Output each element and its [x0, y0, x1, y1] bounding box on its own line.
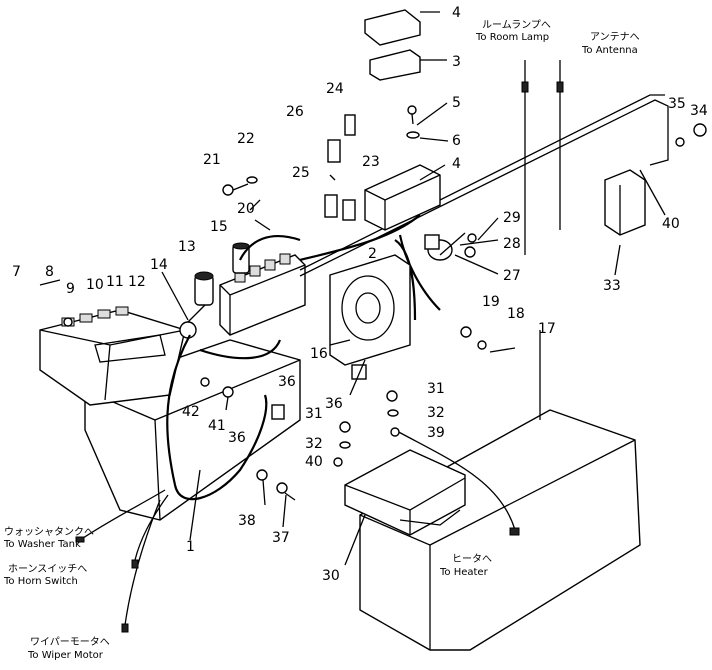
callout-22: 22 [237, 131, 255, 147]
connector-3 [369, 49, 432, 81]
main-harness [166, 214, 441, 501]
note-horn-jp: ホーンスイッチへ [8, 563, 87, 575]
callout-26: 26 [286, 104, 304, 120]
note-heater-en: To Heater [439, 567, 489, 578]
note-heater-jp: ヒータへ [452, 553, 492, 565]
note-horn-en: To Horn Switch [3, 576, 78, 587]
callout-14: 14 [150, 257, 168, 273]
callout-6: 6 [452, 133, 461, 149]
note-wiper-jp: ワイパーモータへ [30, 636, 110, 648]
callout-19: 19 [482, 294, 500, 310]
callout-30: 30 [322, 568, 340, 584]
callout-36-mid: 36 [325, 396, 343, 412]
callout-3: 3 [452, 54, 461, 70]
callout-21: 21 [203, 152, 221, 168]
callout-17: 17 [538, 321, 556, 337]
callout-15: 15 [210, 219, 228, 235]
fasteners [63, 105, 707, 501]
antenna-cable [299, 60, 669, 277]
callout-4-mid: 4 [452, 156, 461, 172]
switch-group-24-26 [324, 114, 356, 221]
controller-30 [344, 449, 466, 536]
callout-9: 9 [66, 281, 75, 297]
callout-32-right: 32 [427, 405, 445, 421]
note-antenna-en: To Antenna [581, 45, 638, 56]
right-console-box [359, 409, 641, 651]
fan-unit-16 [329, 254, 411, 366]
note-antenna-jp: アンテナへ [590, 31, 640, 43]
cover-4 [364, 9, 421, 46]
callout-13: 13 [178, 239, 196, 255]
callout-7: 7 [12, 264, 21, 280]
leader-lines [39, 11, 666, 566]
callout-2: 2 [368, 246, 377, 262]
buzzer-13 [194, 271, 214, 306]
callout-40-right: 40 [662, 216, 680, 232]
callout-27: 27 [503, 268, 521, 284]
callout-24: 24 [326, 81, 344, 97]
switch-14 [179, 304, 206, 339]
callout-8: 8 [45, 264, 54, 280]
callout-39: 39 [427, 425, 445, 441]
callout-23: 23 [362, 154, 380, 170]
note-washer-en: To Washer Tank [3, 539, 81, 550]
note-wiper-en: To Wiper Motor [27, 650, 104, 661]
note-washer-jp: ウォッシャタンクへ [4, 526, 94, 538]
callout-29: 29 [503, 210, 521, 226]
connector-27 [424, 234, 453, 261]
callout-1: 1 [186, 539, 195, 555]
callout-36-lower: 36 [228, 430, 246, 446]
note-room-lamp-en: To Room Lamp [475, 32, 549, 43]
callout-36-upper: 36 [278, 374, 296, 390]
callout-34: 34 [690, 103, 708, 119]
callout-31-left: 31 [305, 406, 323, 422]
callout-32-left: 32 [305, 436, 323, 452]
fuse-box-20 [219, 253, 306, 336]
callout-38: 38 [238, 513, 256, 529]
unit-33 [604, 169, 646, 236]
callout-41: 41 [208, 418, 226, 434]
callout-28: 28 [503, 236, 521, 252]
callout-12: 12 [128, 274, 146, 290]
callout-20: 20 [237, 201, 255, 217]
callout-11: 11 [106, 274, 124, 290]
callout-31-right: 31 [427, 381, 445, 397]
callout-25: 25 [292, 165, 310, 181]
destination-notes: ルームランプへ To Room Lamp アンテナへ To Antenna ウォ… [3, 19, 640, 661]
callout-33: 33 [603, 278, 621, 294]
callout-5: 5 [452, 95, 461, 111]
callout-labels: 1 2 3 4 4 5 6 7 8 9 10 11 12 13 14 15 16… [12, 5, 708, 584]
lower-left-leads [75, 489, 169, 633]
callout-4-top: 4 [452, 5, 461, 21]
callout-35: 35 [668, 96, 686, 112]
relay-block-23 [364, 164, 441, 231]
meter-panel-7 [39, 306, 186, 406]
callout-10: 10 [86, 277, 104, 293]
callout-40-left: 40 [305, 454, 323, 470]
callout-16: 16 [310, 346, 328, 362]
callout-42: 42 [182, 404, 200, 420]
note-room-lamp-jp: ルームランプへ [482, 19, 551, 31]
heater-lead [394, 429, 520, 536]
callout-37: 37 [272, 530, 290, 546]
callout-18: 18 [507, 306, 525, 322]
